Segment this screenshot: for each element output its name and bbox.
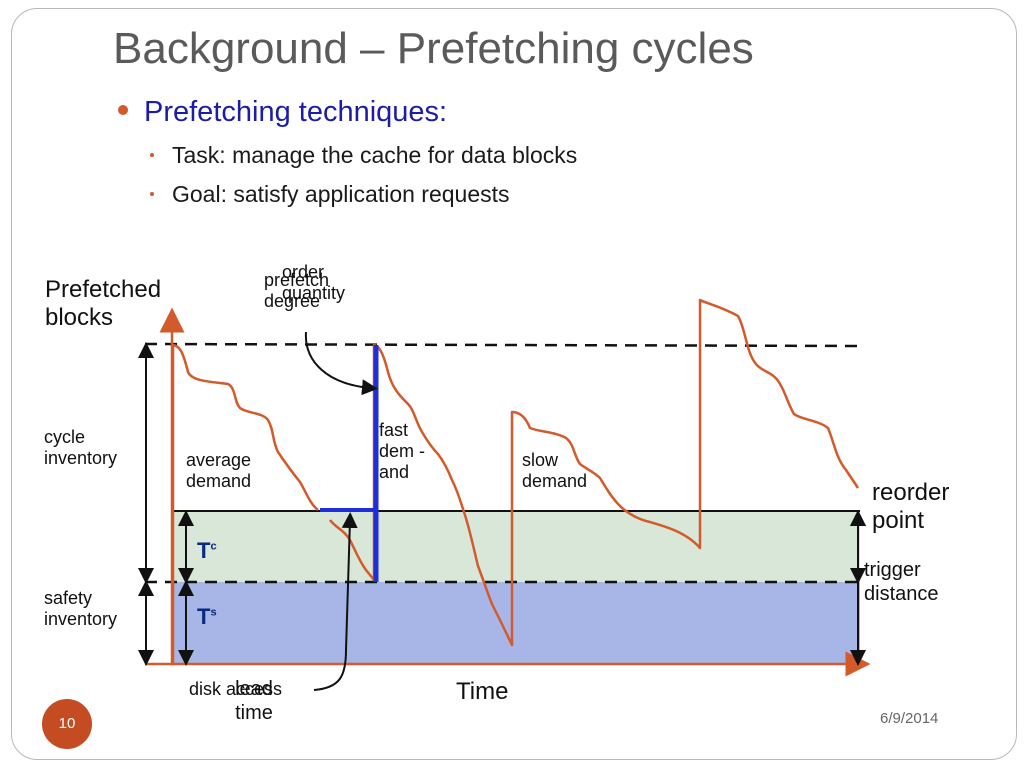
order-quantity-label: order quantity bbox=[282, 262, 346, 304]
subbullet-goal: Goal: satisfy application requests bbox=[150, 181, 510, 208]
fast-demand-label: fast dem -and bbox=[379, 420, 426, 483]
order-quantity-callout-arrow bbox=[304, 331, 378, 396]
subbullet-text: Task: manage the cache for data blocks bbox=[172, 142, 578, 168]
slide-date: 6/9/2014 bbox=[880, 710, 939, 727]
subbullet-text: Goal: satisfy application requests bbox=[172, 181, 510, 207]
safety-inventory-label: safety inventory bbox=[44, 588, 118, 630]
tc-symbol: Tc bbox=[197, 538, 217, 564]
y-axis-label-text: Prefetched blocks bbox=[45, 276, 162, 332]
cycle-inventory-band bbox=[172, 511, 860, 582]
slide-title: Background – Prefetching cycles bbox=[113, 24, 754, 73]
lead-time-label: lead time bbox=[235, 678, 273, 724]
cycle-inventory-label: cycle inventory bbox=[44, 427, 118, 469]
disk-access-label: disk access bbox=[189, 679, 283, 699]
lead-time-callout-arrow bbox=[313, 512, 358, 691]
subbullet-task: Task: manage the cache for data blocks bbox=[150, 142, 577, 169]
tc-letter: T bbox=[197, 538, 211, 563]
ts-symbol: Ts bbox=[197, 604, 217, 630]
max-level-line bbox=[144, 342, 863, 348]
prefetch-degree-label: prefetch degree bbox=[264, 270, 330, 312]
slow-demand-label: slow demand bbox=[522, 450, 588, 492]
tc-superscript: c bbox=[210, 540, 217, 553]
trigger-distance-label: trigger distance bbox=[864, 559, 939, 605]
bullet-text: Prefetching techniques: bbox=[144, 96, 448, 128]
reorder-point-label: reorder point bbox=[872, 479, 950, 535]
average-demand-label: average demand bbox=[186, 450, 252, 492]
bullet-prefetching-techniques: Prefetching techniques: bbox=[118, 96, 447, 129]
safety-inventory-band bbox=[172, 582, 860, 664]
bullet-dot-icon bbox=[118, 105, 128, 115]
y-axis-label: Prefetched blocks bbox=[45, 276, 215, 333]
x-axis-label: Time bbox=[456, 678, 509, 705]
ts-superscript: s bbox=[210, 606, 217, 619]
ts-letter: T bbox=[197, 604, 211, 629]
inventory-curve bbox=[171, 298, 860, 664]
page-number-badge: 10 bbox=[42, 699, 92, 749]
subbullet-dot-icon bbox=[150, 192, 154, 196]
subbullet-dot-icon bbox=[150, 153, 154, 157]
